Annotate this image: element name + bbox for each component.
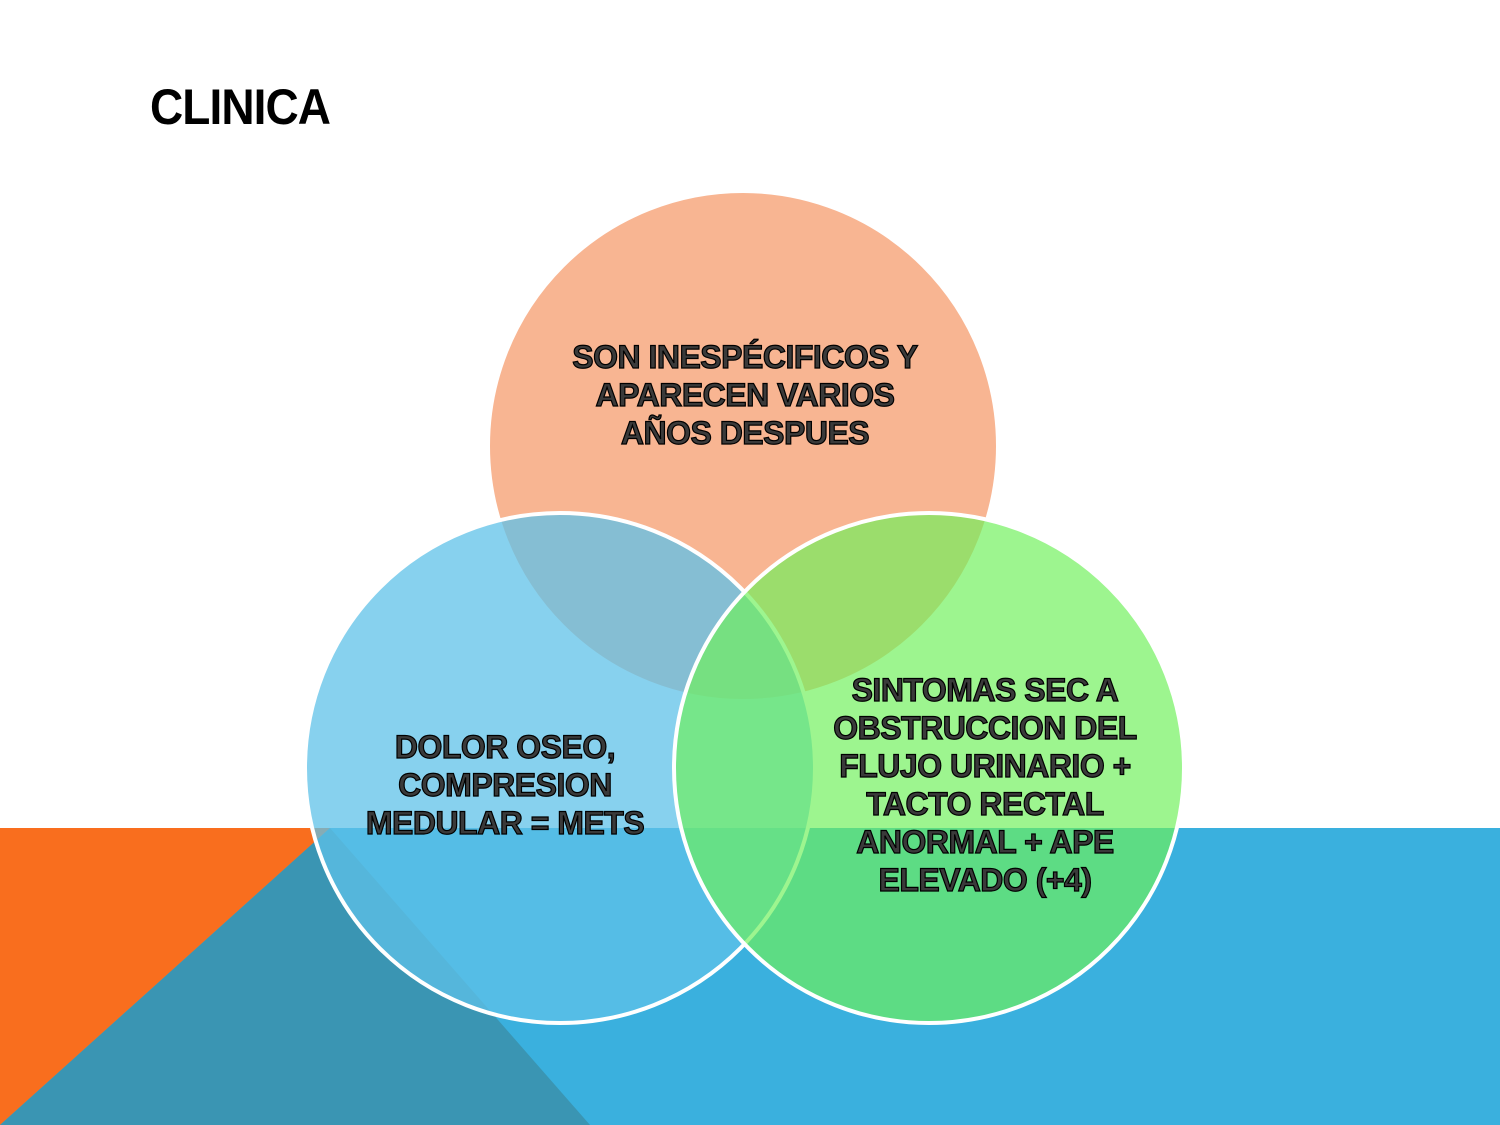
- dark-triangle: [0, 828, 590, 1125]
- circle-top-text: SON INESPÉCIFICOS Y APARECEN VARIOS AÑOS…: [530, 330, 960, 460]
- circle-top-label: SON INESPÉCIFICOS Y APARECEN VARIOS AÑOS…: [572, 338, 919, 451]
- circle-right-text: SINTOMAS SEC A OBSTRUCCION DEL FLUJO URI…: [815, 665, 1155, 905]
- circle-right-label: SINTOMAS SEC A OBSTRUCCION DEL FLUJO URI…: [833, 671, 1138, 898]
- slide-title: CLINICA: [150, 79, 331, 135]
- circle-left-label: DOLOR OSEO, COMPRESION MEDULAR = METS: [365, 728, 645, 841]
- circle-right: [672, 511, 1186, 1025]
- circle-left-text: DOLOR OSEO, COMPRESION MEDULAR = METS: [340, 720, 670, 850]
